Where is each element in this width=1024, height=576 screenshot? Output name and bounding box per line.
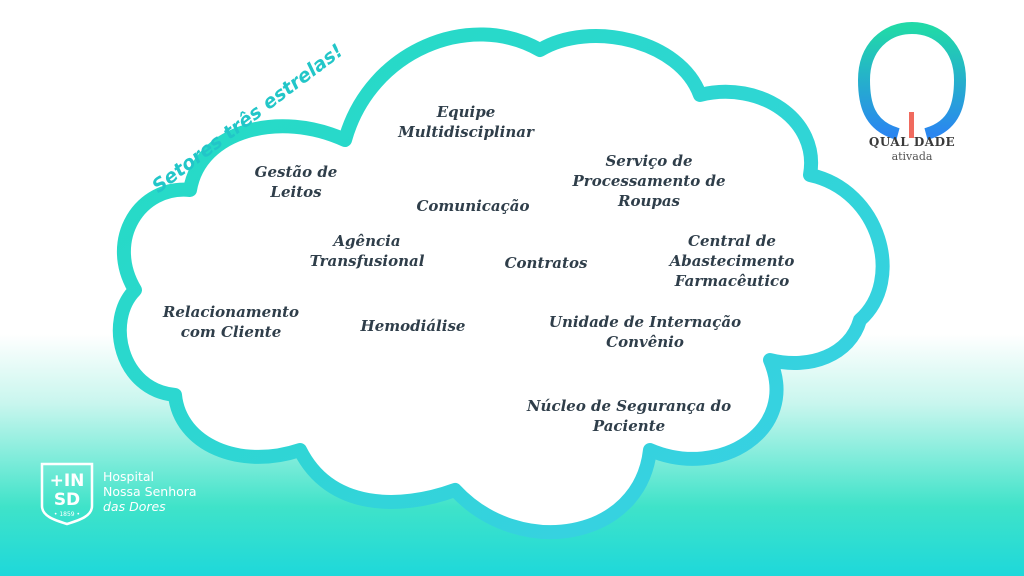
sector-label: Unidade de Internação Convênio [548,313,742,351]
hospital-name-line: das Dores [103,499,166,514]
svg-text:• 1859 •: • 1859 • [54,511,80,518]
sector-label: Serviço de Processamento de Roupas [572,152,726,210]
svg-text:+IN: +IN [50,471,85,491]
qualidade-logo-title: QUAL DADE [868,135,956,149]
sector-label: Contratos [504,254,588,272]
hospital-name: Hospital Nossa Senhora das Dores [103,469,197,514]
hospital-name-line: Nossa Senhora [103,484,197,499]
sector-label: Agência Transfusional [309,232,425,270]
sector-label: Núcleo de Segurança do Paciente [526,397,732,435]
sector-label: Relacionamento com Cliente [162,303,300,341]
sector-label: Equipe Multidisciplinar [398,103,534,141]
svg-text:SD: SD [54,490,80,510]
sector-label: Comunicação [416,197,530,215]
sector-label: Hemodiálise [360,317,466,335]
qualidade-logo-subtitle: ativada [891,150,933,163]
hospital-name-line: Hospital [103,469,155,484]
qualidade-logo-icon [858,22,966,140]
sector-label: Central de Abastecimento Farmacêutico [669,232,795,290]
sector-label: Gestão de Leitos [254,163,338,201]
hospital-shield-logo-icon: +IN SD • 1859 • [40,462,94,526]
